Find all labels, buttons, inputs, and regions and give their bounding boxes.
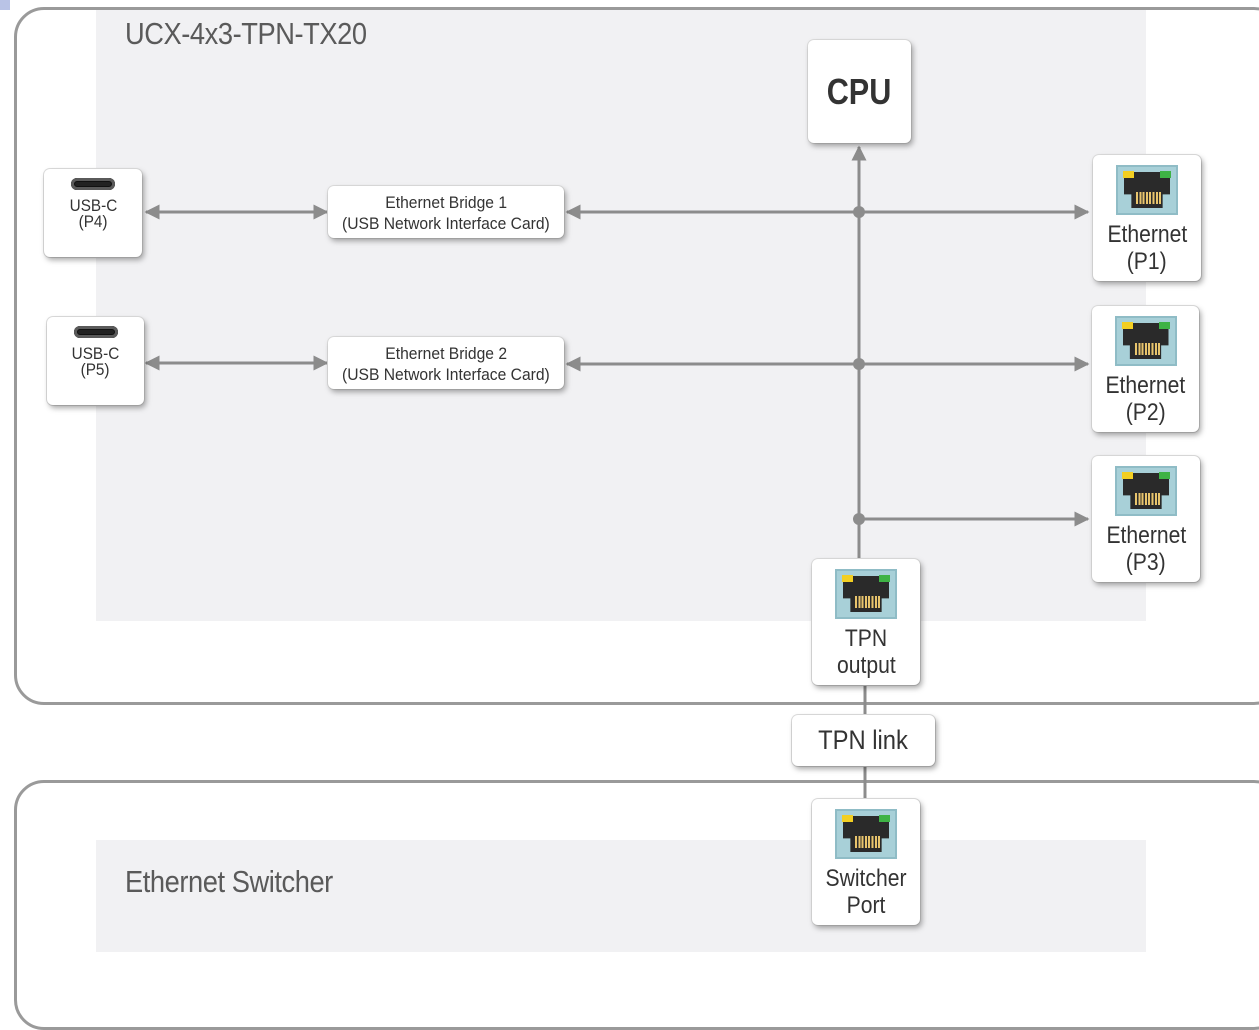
bridge-1-subtitle: (USB Network Interface Card) [342,213,550,233]
device-title: UCX-4x3-TPN-TX20 [125,16,367,51]
switcher-port-label: Switcher [825,865,907,892]
ethernet-port-p1: Ethernet (P1) [1093,155,1201,281]
usb-c-port-icon [71,178,115,190]
usb-p4-port: (P4) [78,212,108,231]
bridge-2-subtitle: (USB Network Interface Card) [342,364,550,384]
tpn-output-sublabel: output [836,652,896,679]
rj45-port-icon [835,569,897,619]
rj45-port-icon [1115,466,1177,516]
ethernet-bridge-1: Ethernet Bridge 1 (USB Network Interface… [328,186,564,238]
ethernet-port-p2: Ethernet (P2) [1092,306,1199,432]
rj45-port-icon [1116,165,1178,215]
usb-c-port-icon [73,326,118,338]
ethernet-p1-label: Ethernet [1107,221,1187,248]
switcher-title: Ethernet Switcher [125,864,333,899]
junction-dot-1 [853,206,865,218]
switcher-port-sublabel: Port [846,892,886,919]
cpu-block: CPU [808,40,911,143]
tpn-output-port: TPN output [812,559,920,685]
cpu-label: CPU [827,70,892,112]
ethernet-port-p3: Ethernet (P3) [1092,456,1200,582]
usb-p4-label: USB-C [69,196,117,215]
corner-marker [0,0,10,10]
tpn-link-label: TPN link [818,725,909,755]
usb-p5-port: (P5) [81,360,110,379]
bridge-1-title: Ethernet Bridge 1 [385,192,507,212]
rj45-port-icon [1114,316,1177,366]
junction-dot-2 [853,358,865,370]
connection-wires [144,145,1090,800]
ethernet-p3-port: (P3) [1126,549,1166,576]
junction-dot-3 [853,513,865,525]
bridge-2-title: Ethernet Bridge 2 [385,343,507,363]
tpn-link-label-box: TPN link [792,715,935,766]
ethernet-p1-port: (P1) [1127,248,1167,275]
usb-c-port-p5: USB-C (P5) [47,317,144,405]
tpn-output-label: TPN [844,625,888,652]
switcher-region [96,840,1146,952]
usb-p5-label: USB-C [71,344,120,363]
switcher-port: Switcher Port [812,799,920,925]
ethernet-p3-label: Ethernet [1106,522,1186,549]
ethernet-bridge-2: Ethernet Bridge 2 (USB Network Interface… [328,337,564,389]
rj45-port-icon [835,809,897,859]
usb-c-port-p4: USB-C (P4) [44,169,142,257]
ethernet-p2-port: (P2) [1125,399,1166,426]
ethernet-p2-label: Ethernet [1105,372,1186,399]
